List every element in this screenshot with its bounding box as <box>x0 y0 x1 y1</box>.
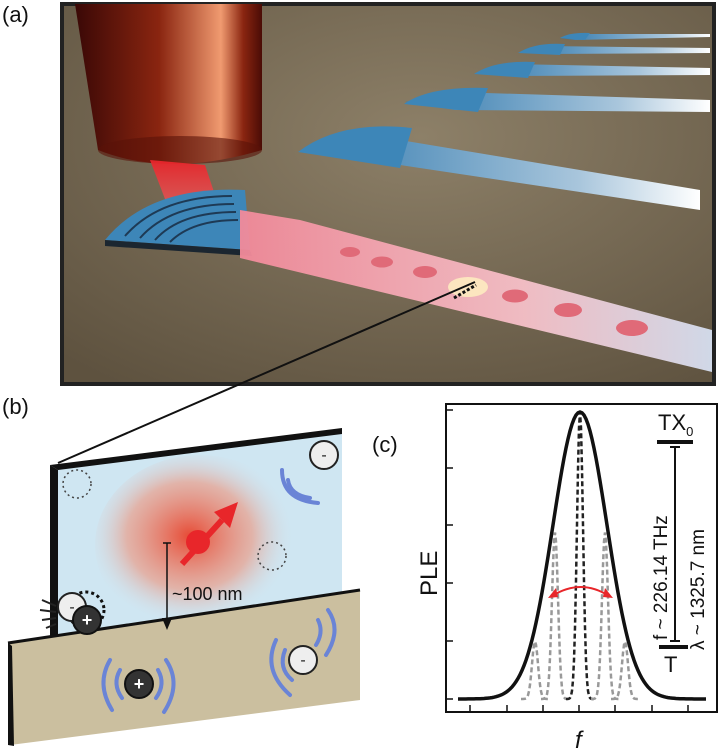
panel-a-label: (a) <box>2 2 29 27</box>
panel-c-plot: TX0 T f ~ 226.14 THz λ ~ 1325.7 nm PLE f <box>416 403 718 754</box>
level-tx0: TX0 <box>658 410 693 439</box>
svg-text:-: - <box>69 599 74 616</box>
narrow-line <box>521 637 549 701</box>
panel-b-render: ~100 nm - - - + + <box>7 428 361 746</box>
level-t: T <box>664 652 677 677</box>
narrow-lines <box>521 411 639 701</box>
charge-negative: - - - <box>57 440 339 675</box>
charge-positive: + + <box>72 605 154 699</box>
panel-b-label: (b) <box>2 394 29 419</box>
surface-roughness <box>39 599 57 629</box>
narrow-line <box>611 637 639 701</box>
panel-c-label: (c) <box>372 432 398 457</box>
panel-a-render <box>60 2 716 386</box>
wavelength-label: λ ~ 1325.7 nm <box>688 529 709 650</box>
svg-text:+: + <box>134 674 145 694</box>
narrow-line <box>566 411 594 701</box>
x-axis-label: f <box>575 727 584 754</box>
svg-text:+: + <box>82 610 93 630</box>
narrow-line <box>541 532 569 701</box>
tuning-arrow-icon <box>548 586 613 598</box>
narrow-line <box>591 532 619 701</box>
distance-label: ~100 nm <box>172 584 243 604</box>
substrate <box>8 590 360 745</box>
photonic-device-far <box>298 32 710 210</box>
svg-text:-: - <box>321 447 326 464</box>
y-axis-label: PLE <box>416 551 443 596</box>
ple-envelope <box>458 410 706 701</box>
phonon-waves-icon <box>101 468 337 714</box>
objective-lens <box>75 4 262 164</box>
axis-ticks <box>446 409 689 712</box>
frequency-label: f ~ 226.14 THz <box>651 515 672 640</box>
photonic-crystal-holes <box>340 247 648 336</box>
zoom-indicator-line <box>57 281 476 464</box>
plot-frame <box>445 403 718 713</box>
svg-text:-: - <box>300 652 305 669</box>
spin-icon <box>179 502 238 567</box>
